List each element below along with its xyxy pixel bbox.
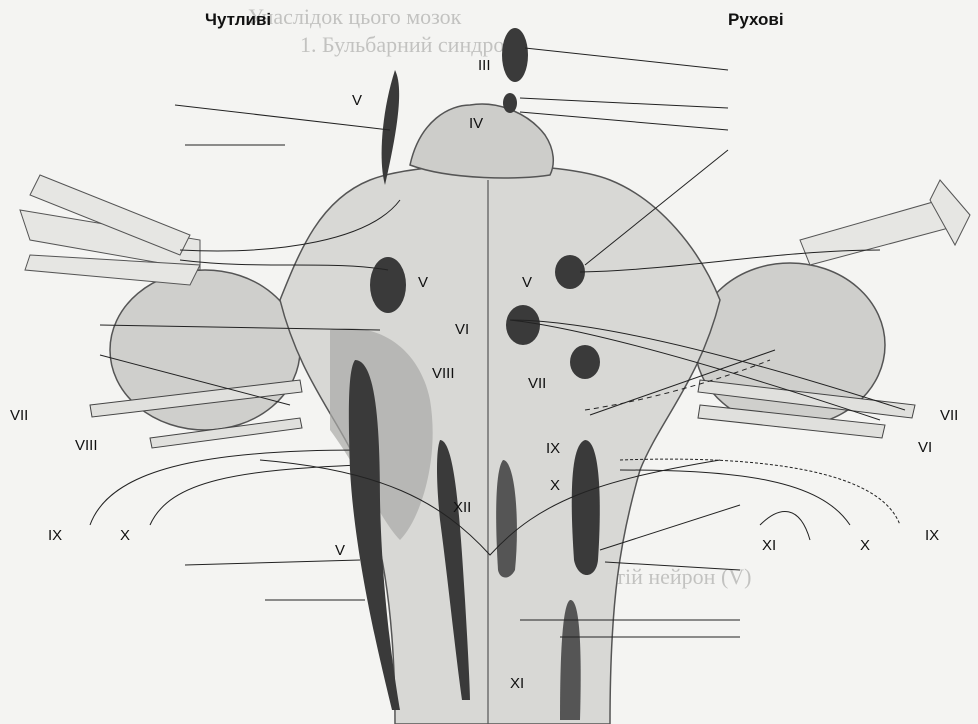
label-accessory: XI bbox=[510, 675, 524, 692]
ambiguus-nucleus bbox=[572, 440, 600, 575]
trigeminal-principal-nucleus bbox=[370, 257, 406, 313]
background-text-line-1: Унаслідок цього мозок bbox=[248, 4, 462, 29]
label-trochlear: IV bbox=[469, 115, 483, 132]
label-trigeminal-top: V bbox=[352, 92, 362, 109]
label-trigeminal-sensory: V bbox=[418, 274, 428, 291]
label-trigeminal-motor: V bbox=[522, 274, 532, 291]
left-label-glossopharyngeal: IX bbox=[48, 527, 62, 544]
label-vagus: X bbox=[550, 477, 560, 494]
label-vestibulocochlear: VIII bbox=[432, 365, 455, 382]
right-label-accessory: XI bbox=[762, 537, 776, 554]
left-label-vagus: X bbox=[120, 527, 130, 544]
label-oculomotor: III bbox=[478, 57, 491, 74]
label-trigeminal-spinal: V bbox=[335, 542, 345, 559]
right-label-abducens: VI bbox=[918, 439, 932, 456]
label-hypoglossal: XII bbox=[453, 499, 471, 516]
left-label-facial: VII bbox=[10, 407, 28, 424]
sensory-header: Чутливі bbox=[205, 10, 271, 29]
facial-motor-nucleus bbox=[570, 345, 600, 379]
background-text-line-2: 1. Бульбарний синдром bbox=[300, 32, 518, 57]
label-abducens: VI bbox=[455, 321, 469, 338]
left-label-vestibulocochlear: VIII bbox=[75, 437, 98, 454]
oculomotor-nucleus bbox=[502, 28, 528, 82]
left-trigeminal-root bbox=[20, 175, 200, 285]
label-facial-motor: VII bbox=[528, 375, 546, 392]
motor-header: Рухові bbox=[728, 10, 784, 29]
right-label-glossopharyngeal: IX bbox=[925, 527, 939, 544]
trigeminal-mesencephalic-nucleus bbox=[382, 70, 400, 185]
trochlear-nucleus bbox=[503, 93, 517, 113]
label-glossopharyngeal: IX bbox=[546, 440, 560, 457]
abducens-nucleus bbox=[506, 305, 540, 345]
right-label-vagus: X bbox=[860, 537, 870, 554]
right-label-facial: VII bbox=[940, 407, 958, 424]
